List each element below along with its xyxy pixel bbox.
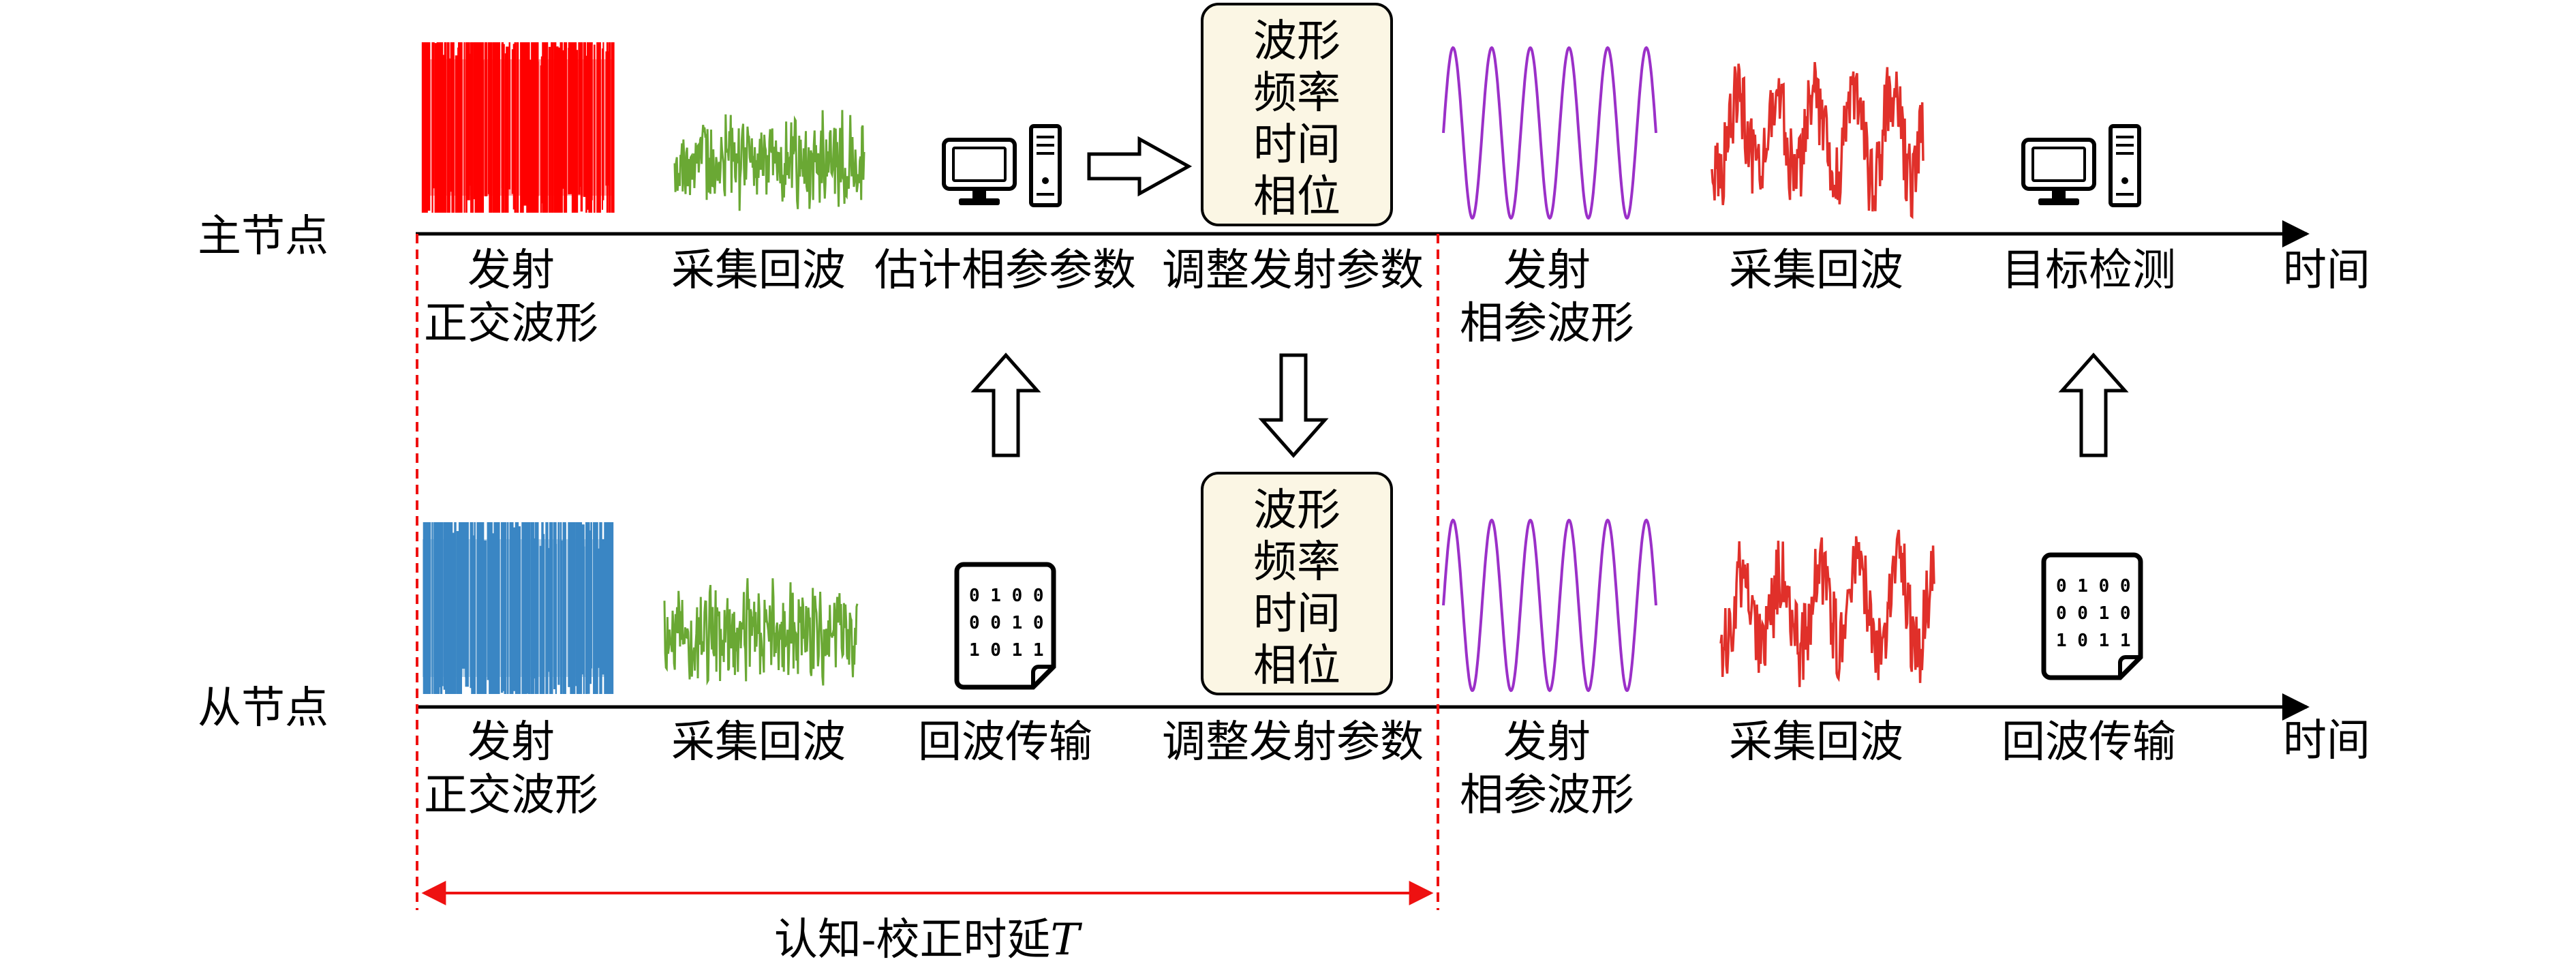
- binary-line: 1 0 1 1: [2056, 631, 2131, 651]
- slave-step-transmit-line1: 发射: [467, 717, 555, 768]
- master-step-estimate: 估计相参参数: [874, 245, 1136, 296]
- master-step-transmit-line2: 正交波形: [424, 299, 598, 349]
- hollow-arrow-up-icon: [970, 352, 1041, 457]
- param-frequency: 频率: [1253, 537, 1340, 588]
- binary-line: 0 1 0 0: [969, 586, 1044, 606]
- param-phase: 相位: [1253, 641, 1340, 691]
- binary-line: 0 0 1 0: [969, 613, 1044, 633]
- slave-step-transmit-coherent-line2: 相参波形: [1460, 770, 1634, 821]
- master-parameter-box: 波形 频率 时间 相位: [1201, 3, 1393, 226]
- binary-file-icon: 0 1 0 0 0 0 1 0 1 0 1 1: [2041, 552, 2143, 680]
- master-orthogonal-waveform: [421, 42, 615, 213]
- computer-icon: [942, 124, 1062, 207]
- master-echo-waveform: [673, 110, 865, 211]
- slave-orthogonal-waveform: [423, 522, 614, 694]
- hollow-arrow-right-icon: [1087, 136, 1193, 197]
- param-frequency: 频率: [1253, 68, 1340, 119]
- slave-step-transmit-coherent-line1: 发射: [1503, 717, 1591, 768]
- master-step-adjust: 调整发射参数: [1162, 245, 1424, 296]
- delay-label: 认知-校正时延T: [774, 915, 1083, 965]
- slave-step-transmit-line2: 正交波形: [424, 770, 598, 821]
- hollow-arrow-up-icon: [2058, 352, 2129, 457]
- row-label-slave: 从节点: [198, 683, 328, 734]
- slave-echo-waveform-2: [1719, 529, 1935, 687]
- slave-axis-label: 时间: [2283, 716, 2370, 766]
- binary-line: 0 1 0 0: [2056, 576, 2131, 597]
- master-step-transmit-coherent-line1: 发射: [1503, 245, 1591, 296]
- slave-coherent-waveform: [1442, 518, 1657, 693]
- computer-icon: [2021, 124, 2141, 207]
- master-echo-waveform-2: [1711, 61, 1925, 220]
- master-step-transmit-coherent-line2: 相参波形: [1460, 299, 1634, 349]
- slave-step-echo-transfer-2: 回波传输: [2002, 717, 2176, 768]
- slave-step-echo-transfer: 回波传输: [918, 717, 1092, 768]
- slave-step-collect-2: 采集回波: [1729, 717, 1903, 768]
- master-step-transmit-line1: 发射: [467, 245, 555, 296]
- row-label-master: 主节点: [198, 211, 328, 262]
- master-axis-label: 时间: [2283, 245, 2370, 296]
- hollow-arrow-down-icon: [1258, 353, 1329, 458]
- slave-echo-waveform: [663, 578, 859, 686]
- slave-step-adjust: 调整发射参数: [1162, 717, 1424, 768]
- master-step-collect: 采集回波: [671, 245, 846, 296]
- master-step-collect-2: 采集回波: [1729, 245, 1903, 296]
- param-phase: 相位: [1253, 172, 1340, 222]
- master-step-detect: 目标检测: [2002, 245, 2176, 296]
- param-waveform: 波形: [1253, 485, 1340, 536]
- master-coherent-waveform: [1442, 46, 1657, 220]
- param-time: 时间: [1253, 120, 1340, 170]
- slave-parameter-box: 波形 频率 时间 相位: [1201, 472, 1393, 695]
- binary-line: 0 0 1 0: [2056, 603, 2131, 624]
- slave-step-collect: 采集回波: [671, 717, 846, 768]
- param-waveform: 波形: [1253, 16, 1340, 67]
- param-time: 时间: [1253, 589, 1340, 639]
- binary-file-icon: 0 1 0 0 0 0 1 0 1 0 1 1: [954, 562, 1056, 690]
- binary-line: 1 0 1 1: [969, 640, 1044, 661]
